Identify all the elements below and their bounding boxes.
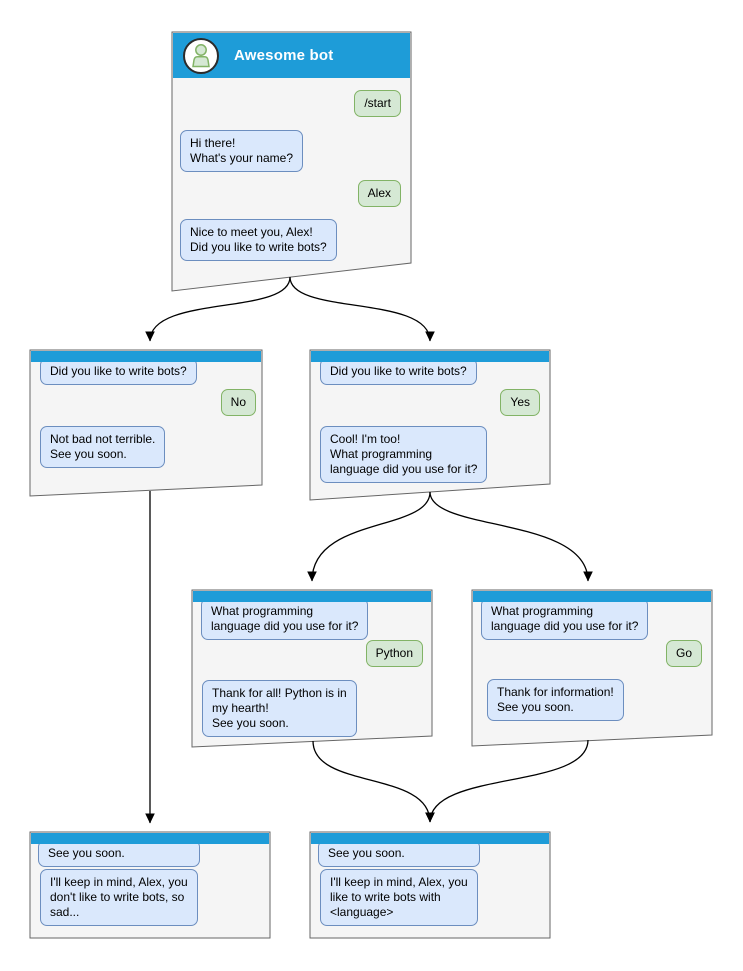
bot-message-bubble: Cool! I'm too! What programming language… <box>320 426 488 483</box>
connector-yes-to-go <box>429 491 593 582</box>
connector-go-to-end <box>425 739 589 823</box>
chat-titlebar <box>193 591 431 602</box>
connector-yes-to-python <box>307 491 431 582</box>
bot-message-bubble: What programming language did you use fo… <box>201 598 369 640</box>
bot-message-bubble: Not bad not terrible. See you soon. <box>40 426 166 468</box>
chat-window-end-no: See you soon. I'll keep in mind, Alex, y… <box>30 832 270 938</box>
user-message-bubble: Alex <box>357 180 401 207</box>
bot-message-bubble: What programming language did you use fo… <box>481 598 649 640</box>
user-message-bubble: Python <box>365 640 423 667</box>
user-message-bubble: Yes <box>500 389 540 416</box>
user-message-bubble: No <box>220 389 256 416</box>
bot-message-bubble: Hi there! What's your name? <box>180 130 304 172</box>
chat-titlebar <box>473 591 711 602</box>
bot-message-bubble: I'll keep in mind, Alex, you don't like … <box>40 869 198 926</box>
user-message-bubble: Go <box>665 640 702 667</box>
bot-message-bubble: Thank for information! See you soon. <box>487 679 624 721</box>
bot-message-bubble: See you soon. <box>38 840 200 867</box>
bot-avatar-icon <box>183 37 219 74</box>
chat-titlebar <box>31 351 261 362</box>
chat-titlebar: Awesome bot <box>173 33 410 78</box>
connector-python-to-end <box>312 740 435 823</box>
bot-message-bubble: Did you like to write bots? <box>40 358 197 385</box>
bot-message-bubble: Nice to meet you, Alex! Did you like to … <box>180 219 337 261</box>
connector-main-to-no <box>145 276 291 342</box>
chat-title: Awesome bot <box>234 47 334 64</box>
chat-window-branch-no: Did you like to write bots? No Not bad n… <box>30 350 262 496</box>
chat-window-main: Awesome bot /start Hi there! What's your… <box>172 32 411 291</box>
chat-titlebar <box>311 833 549 844</box>
user-message-bubble: /start <box>354 90 401 117</box>
chat-window-branch-python: What programming language did you use fo… <box>192 590 432 747</box>
bot-message-bubble: Thank for all! Python is in my hearth! S… <box>202 680 357 737</box>
bot-message-bubble: I'll keep in mind, Alex, you like to wri… <box>320 869 478 926</box>
chat-window-branch-yes: Did you like to write bots? Yes Cool! I'… <box>310 350 550 500</box>
chat-titlebar <box>311 351 549 362</box>
bot-message-bubble: Did you like to write bots? <box>320 358 477 385</box>
connector-main-to-yes <box>289 276 435 342</box>
chat-titlebar <box>31 833 269 844</box>
chat-window-branch-go: What programming language did you use fo… <box>472 590 712 746</box>
chat-window-end-language: See you soon. I'll keep in mind, Alex, y… <box>310 832 550 938</box>
bot-message-bubble: See you soon. <box>318 840 480 867</box>
